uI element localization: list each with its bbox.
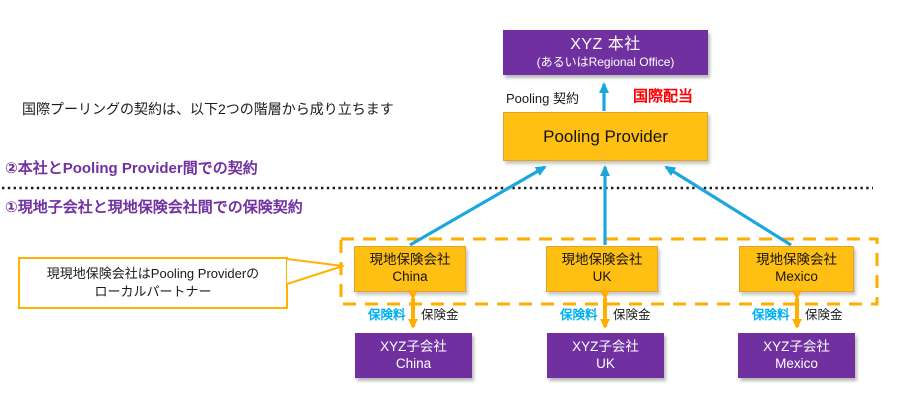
international-dividend-label: 国際配当	[633, 88, 694, 105]
claim-label-china: 保険金	[421, 308, 459, 322]
insurer-china-line1: 現地保険会社	[369, 252, 451, 268]
insurer-uk-line2: UK	[592, 269, 612, 284]
hq-box-subtitle: (あるいはRegional Office)	[536, 55, 675, 69]
subsidiary-box-mexico: XYZ子会社 Mexico	[738, 333, 855, 378]
intro-text: 国際プーリングの契約は、以下2つの階層から成り立ちます	[22, 101, 394, 117]
subsidiary-box-china: XYZ子会社 China	[355, 333, 472, 378]
layer2-heading: ②本社とPooling Provider間での契約	[5, 160, 258, 177]
subsidiary-box-uk: XYZ子会社 UK	[547, 333, 664, 378]
insurer-box-mexico: 現地保険会社 Mexico	[739, 246, 854, 292]
insurer-uk-line1: 現地保険会社	[561, 252, 643, 268]
arrow-china-to-provider	[409, 165, 547, 247]
callout-pointer	[286, 258, 344, 285]
subsidiary-uk-line2: UK	[596, 355, 615, 371]
callout-line2: ローカルパートナー	[94, 284, 212, 299]
insurer-box-uk: 現地保険会社 UK	[546, 246, 658, 292]
hq-box-title: XYZ 本社	[570, 36, 641, 53]
insurer-mexico-line2: Mexico	[775, 269, 818, 284]
subsidiary-china-line2: China	[395, 355, 432, 371]
subsidiary-uk-line1: XYZ子会社	[572, 338, 639, 354]
insurer-mexico-line1: 現地保険会社	[756, 252, 837, 268]
subsidiary-mexico-line1: XYZ子会社	[763, 338, 830, 354]
subsidiary-china-line1: XYZ子会社	[380, 338, 447, 354]
premium-label-uk: 保険料	[560, 308, 598, 322]
callout-note: 現現地保険会社はPooling Providerの ローカルパートナー	[18, 257, 288, 309]
callout-line1: 現現地保険会社はPooling Providerの	[46, 266, 260, 282]
arrow-mexico-to-provider	[664, 165, 792, 247]
premium-label-china: 保険料	[368, 308, 406, 322]
pooling-contract-label: Pooling 契約	[506, 91, 579, 106]
insurer-china-line2: China	[392, 269, 428, 284]
hq-box: XYZ 本社 (あるいはRegional Office)	[503, 30, 708, 75]
pooling-provider-box: Pooling Provider	[503, 112, 708, 161]
layer1-heading: ①現地子会社と現地保険会社間での保険契約	[5, 199, 303, 216]
insurer-box-china: 現地保険会社 China	[354, 246, 466, 292]
pooling-provider-label: Pooling Provider	[543, 126, 668, 146]
claim-label-mexico: 保険金	[805, 308, 843, 322]
subsidiary-mexico-line2: Mexico	[775, 355, 818, 371]
premium-label-mexico: 保険料	[752, 308, 790, 322]
claim-label-uk: 保険金	[613, 308, 651, 322]
